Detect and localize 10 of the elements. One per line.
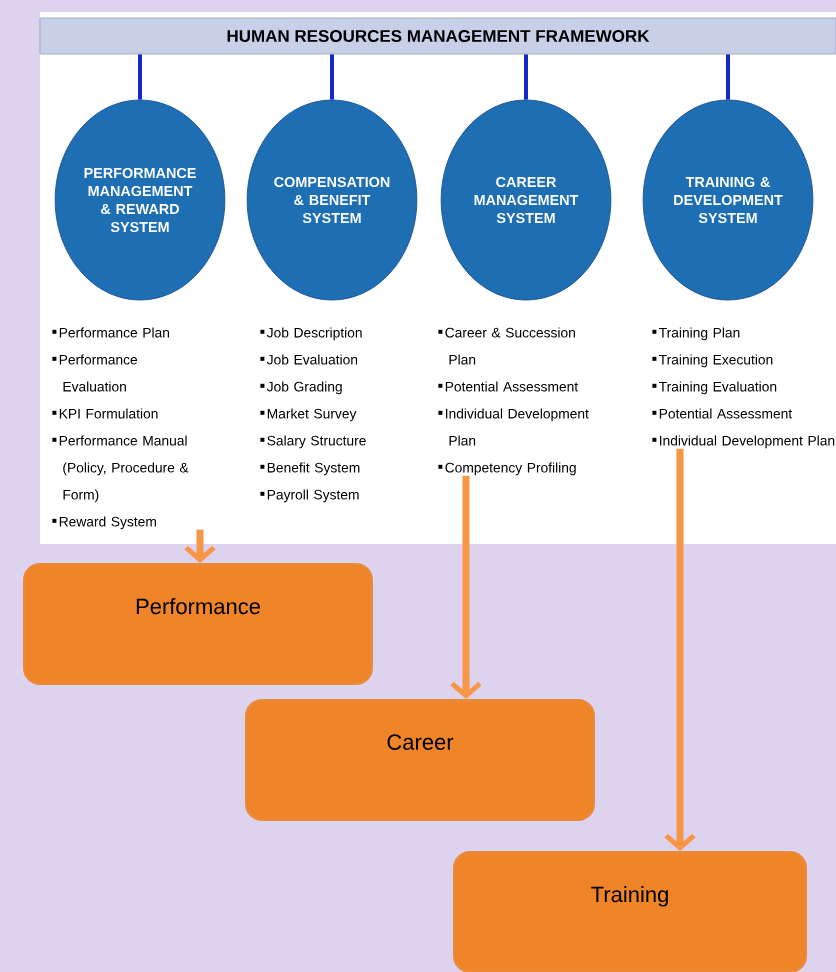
process-box: Training xyxy=(453,851,807,972)
arrow xyxy=(450,475,482,699)
process-box: Career xyxy=(245,699,595,821)
process-box: Performance xyxy=(23,563,373,685)
connector-line xyxy=(726,54,730,100)
arrow xyxy=(664,448,696,851)
connector-line xyxy=(138,54,142,100)
connector-line xyxy=(330,54,334,100)
connector-line xyxy=(524,54,528,100)
title-bar: HUMAN RESOURCES MANAGEMENT FRAMEWORK xyxy=(39,17,836,55)
